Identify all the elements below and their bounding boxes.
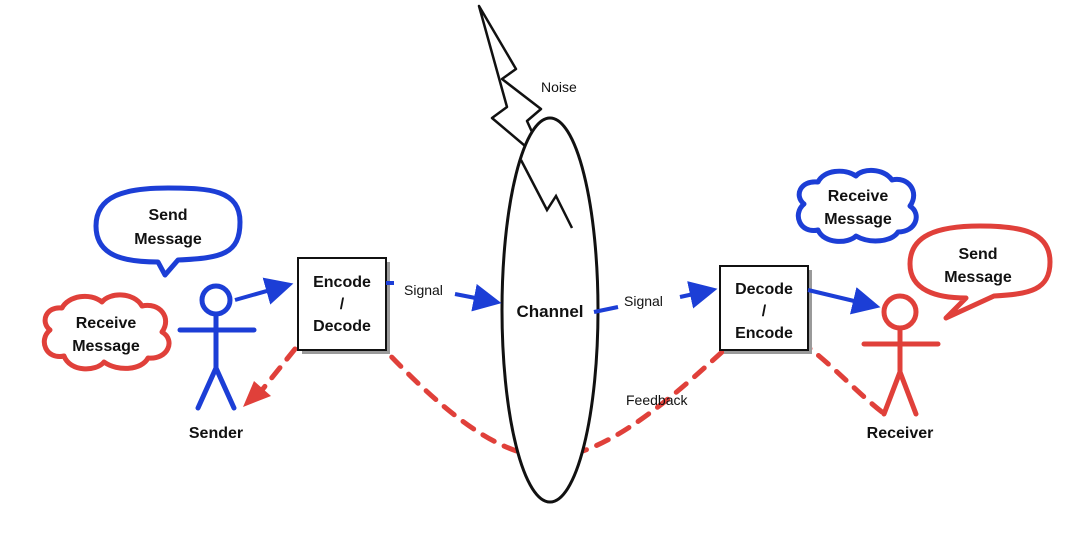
receiver-receive-message-cloud: Receive Message bbox=[795, 168, 919, 244]
decoder-line3: Encode bbox=[735, 325, 793, 342]
receiver-figure-icon bbox=[861, 293, 941, 417]
receiver-send-message-bubble: Send Message bbox=[907, 223, 1053, 321]
feedback-label: Feedback bbox=[626, 392, 688, 408]
sender-send-line1: Send bbox=[148, 207, 187, 224]
encoder-box: Encode / Decode bbox=[297, 257, 390, 354]
sender-receive-line2: Message bbox=[72, 338, 140, 355]
sender-send-message-bubble: Send Message bbox=[93, 185, 243, 278]
encoder-line3: Decode bbox=[313, 318, 371, 335]
sender-label: Sender bbox=[189, 425, 243, 442]
feedback-arrowhead bbox=[243, 381, 271, 407]
channel-label: Channel bbox=[516, 302, 583, 321]
signal-path bbox=[234, 277, 881, 315]
receiver-send-line2: Message bbox=[944, 269, 1012, 286]
signal-label-left: Signal bbox=[404, 282, 443, 298]
noise-label: Noise bbox=[541, 79, 577, 95]
decoder-line2: / bbox=[762, 303, 767, 320]
sender-send-line2: Message bbox=[134, 231, 202, 248]
sender-receive-line1: Receive bbox=[76, 315, 137, 332]
receiver-label: Receiver bbox=[867, 425, 934, 442]
receiver-send-line1: Send bbox=[958, 246, 997, 263]
encoder-line2: / bbox=[340, 296, 345, 313]
signal-label-right: Signal bbox=[624, 293, 663, 309]
decoder-line1: Decode bbox=[735, 281, 793, 298]
receiver-receive-line2: Message bbox=[824, 211, 892, 228]
sender-figure-icon bbox=[177, 283, 257, 411]
encoder-line1: Encode bbox=[313, 274, 371, 291]
receiver-receive-line1: Receive bbox=[828, 188, 889, 205]
decoder-box: Decode / Encode bbox=[719, 265, 812, 354]
sender-receive-message-cloud: Receive Message bbox=[41, 292, 172, 372]
